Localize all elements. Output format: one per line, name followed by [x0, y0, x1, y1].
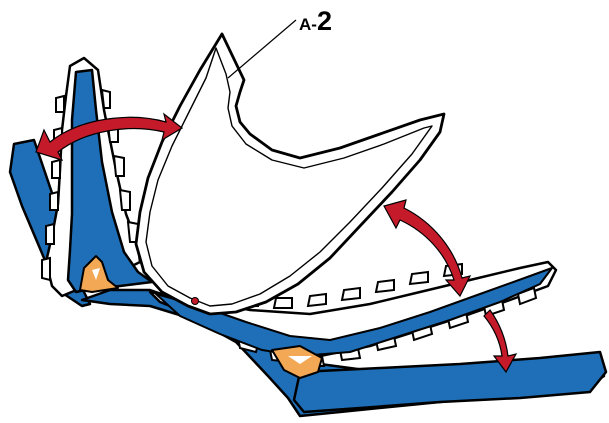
pivot-dot-icon	[192, 298, 199, 305]
callout-leader-line	[228, 20, 296, 78]
callout-number: 2	[317, 6, 332, 36]
callout-label: A-2	[299, 6, 332, 36]
central-white-shell	[136, 34, 444, 314]
callout-prefix: A-	[299, 15, 317, 34]
right-lower-blue-blade	[294, 352, 606, 412]
